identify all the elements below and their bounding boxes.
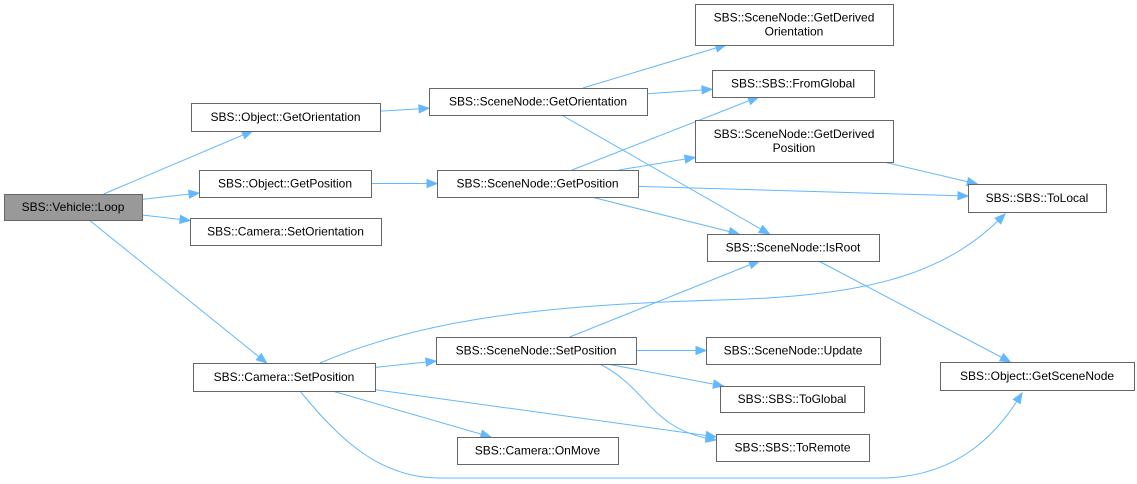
- edge-scenenode-getorientation-to-scenenode-isroot-arrowhead: [757, 224, 771, 235]
- edge-scenenode-getposition-to-sbs-tolocal: [637, 185, 969, 197]
- node-box-scenenode-getderivedposition: [695, 120, 894, 163]
- node-label-vehicle-loop: SBS::Vehicle::Loop: [22, 200, 125, 214]
- node-box-scenenode-isroot: [707, 234, 880, 262]
- node-label-scenenode-getderivedposition: SBS::SceneNode::GetDerived: [714, 127, 875, 141]
- node-label-scenenode-getderivedposition: Position: [773, 141, 816, 155]
- node-box-object-getscenenode: [940, 362, 1135, 391]
- node-box-scenenode-update: [706, 337, 881, 365]
- edge-scenenode-setposition-to-scenenode-isroot: [569, 260, 760, 338]
- node-label-object-getposition: SBS::Object::GetPosition: [218, 177, 352, 191]
- node-sbs-toglobal[interactable]: SBS::SBS::ToGlobal: [720, 386, 865, 413]
- node-scenenode-getposition[interactable]: SBS::SceneNode::GetPosition: [437, 170, 639, 198]
- node-box-sbs-tolocal: [968, 184, 1107, 213]
- node-box-scenenode-setposition: [436, 337, 637, 365]
- node-scenenode-setposition[interactable]: SBS::SceneNode::SetPosition: [436, 337, 637, 365]
- node-box-scenenode-getorientation: [429, 88, 648, 116]
- node-box-sbs-fromglobal: [712, 70, 875, 98]
- edge-scenenode-getorientation-to-sbs-fromglobal-arrowhead: [701, 85, 714, 95]
- node-label-scenenode-setposition: SBS::SceneNode::SetPosition: [456, 344, 617, 358]
- edge-scenenode-getposition-to-scenenode-getderivedposition-arrowhead: [683, 154, 697, 164]
- edge-scenenode-getderivedposition-to-sbs-tolocal: [883, 161, 978, 185]
- node-label-scenenode-getorientation: SBS::SceneNode::GetOrientation: [449, 95, 627, 109]
- edge-vehicle-loop-to-camera-setposition: [88, 219, 267, 364]
- edge-camera-setposition-to-camera-onmove-arrowhead: [479, 429, 493, 439]
- node-label-sbs-toglobal: SBS::SBS::ToGlobal: [738, 392, 847, 406]
- edge-scenenode-getposition-to-sbs-fromglobal-arrowhead: [747, 96, 760, 106]
- edge-camera-setposition-to-sbs-tolocal-arrowhead: [994, 213, 1006, 225]
- node-scenenode-isroot[interactable]: SBS::SceneNode::IsRoot: [707, 234, 880, 262]
- node-label-sbs-tolocal: SBS::SBS::ToLocal: [986, 191, 1089, 205]
- edge-vehicle-loop-to-object-getorientation: [103, 130, 253, 195]
- node-box-scenenode-getposition: [437, 170, 639, 198]
- node-box-camera-setorientation: [190, 218, 382, 246]
- edge-vehicle-loop-to-object-getorientation-arrowhead: [240, 130, 254, 140]
- node-label-camera-onmove: SBS::Camera::OnMove: [475, 444, 601, 458]
- node-box-object-getorientation: [191, 103, 381, 132]
- node-scenenode-update[interactable]: SBS::SceneNode::Update: [706, 337, 881, 365]
- edge-camera-setposition-to-camera-onmove: [332, 390, 492, 438]
- node-camera-setorientation[interactable]: SBS::Camera::SetOrientation: [190, 218, 382, 246]
- node-box-sbs-toremote: [716, 434, 870, 462]
- edge-scenenode-getposition-to-sbs-tolocal-arrowhead: [957, 190, 970, 201]
- edge-scenenode-getorientation-to-scenenode-getderivedorientation: [582, 44, 726, 89]
- edge-scenenode-setposition-to-scenenode-isroot-arrowhead: [747, 260, 761, 270]
- call-graph-edges: [88, 43, 1023, 479]
- node-label-object-getorientation: SBS::Object::GetOrientation: [210, 110, 360, 124]
- node-sbs-fromglobal[interactable]: SBS::SBS::FromGlobal: [712, 70, 875, 98]
- edge-scenenode-setposition-to-sbs-toremote: [599, 363, 717, 441]
- edge-scenenode-getorientation-to-scenenode-isroot: [561, 114, 770, 235]
- node-vehicle-loop[interactable]: SBS::Vehicle::Loop: [4, 194, 143, 221]
- node-scenenode-getorientation[interactable]: SBS::SceneNode::GetOrientation: [429, 88, 648, 116]
- edge-camera-setposition-to-sbs-tolocal: [319, 213, 1006, 364]
- node-camera-onmove[interactable]: SBS::Camera::OnMove: [457, 437, 619, 465]
- edge-camera-setposition-to-object-getscenenode: [299, 390, 1023, 479]
- edge-camera-setposition-to-sbs-toremote: [374, 389, 717, 438]
- node-label-sbs-toremote: SBS::SBS::ToRemote: [734, 441, 850, 455]
- edge-object-getorientation-to-scenenode-getorientation-arrowhead: [418, 104, 431, 114]
- edge-vehicle-loop-to-object-getposition-arrowhead: [188, 189, 201, 199]
- edge-scenenode-setposition-to-scenenode-update-arrowhead: [695, 345, 708, 356]
- edge-scenenode-getposition-to-scenenode-getderivedposition: [618, 156, 696, 171]
- node-box-vehicle-loop: [4, 194, 143, 221]
- edge-scenenode-isroot-to-object-getscenenode-arrowhead: [998, 352, 1012, 363]
- node-label-object-getscenenode: SBS::Object::GetSceneNode: [960, 369, 1114, 383]
- edge-vehicle-loop-to-camera-setposition-arrowhead: [255, 352, 268, 364]
- node-object-getscenenode[interactable]: SBS::Object::GetSceneNode: [940, 362, 1135, 391]
- node-label-scenenode-update: SBS::SceneNode::Update: [724, 344, 863, 358]
- edge-scenenode-getposition-to-sbs-fromglobal: [571, 96, 759, 171]
- node-sbs-tolocal[interactable]: SBS::SBS::ToLocal: [968, 184, 1107, 213]
- node-label-sbs-fromglobal: SBS::SBS::FromGlobal: [731, 77, 855, 91]
- node-object-getposition[interactable]: SBS::Object::GetPosition: [199, 170, 372, 198]
- node-label-scenenode-getposition: SBS::SceneNode::GetPosition: [456, 177, 618, 191]
- node-label-scenenode-getderivedorientation: SBS::SceneNode::GetDerived: [714, 11, 875, 25]
- node-box-camera-onmove: [457, 437, 619, 465]
- node-box-object-getposition: [199, 170, 372, 198]
- edge-scenenode-setposition-to-sbs-toglobal: [607, 363, 724, 387]
- node-label-camera-setorientation: SBS::Camera::SetOrientation: [207, 225, 364, 239]
- edge-scenenode-getposition-to-scenenode-isroot: [591, 196, 740, 235]
- edge-scenenode-getorientation-to-sbs-fromglobal: [646, 88, 713, 95]
- edge-vehicle-loop-to-camera-setorientation-arrowhead: [179, 214, 192, 224]
- node-box-sbs-toglobal: [720, 386, 865, 413]
- edge-scenenode-setposition-to-sbs-toremote-arrowhead: [704, 433, 718, 443]
- call-graph-nodes: SBS::Vehicle::Loop SBS::Object::GetOrient…: [4, 4, 1135, 465]
- node-label-scenenode-isroot: SBS::SceneNode::IsRoot: [726, 241, 861, 255]
- node-label-camera-setposition: SBS::Camera::SetPosition: [214, 370, 355, 384]
- node-object-getorientation[interactable]: SBS::Object::GetOrientation: [191, 103, 381, 132]
- edge-camera-setposition-to-object-getscenenode-arrowhead: [1012, 391, 1023, 405]
- node-sbs-toremote[interactable]: SBS::SBS::ToRemote: [716, 434, 870, 462]
- node-camera-setposition[interactable]: SBS::Camera::SetPosition: [193, 363, 376, 392]
- node-box-scenenode-getderivedorientation: [695, 4, 894, 46]
- edge-object-getposition-to-scenenode-getposition-arrowhead: [426, 178, 439, 189]
- node-box-camera-setposition: [193, 363, 376, 392]
- edge-camera-setposition-to-scenenode-setposition-arrowhead: [425, 357, 438, 367]
- node-label-scenenode-getderivedorientation: Orientation: [765, 25, 824, 39]
- edge-scenenode-isroot-to-object-getscenenode: [818, 260, 1011, 363]
